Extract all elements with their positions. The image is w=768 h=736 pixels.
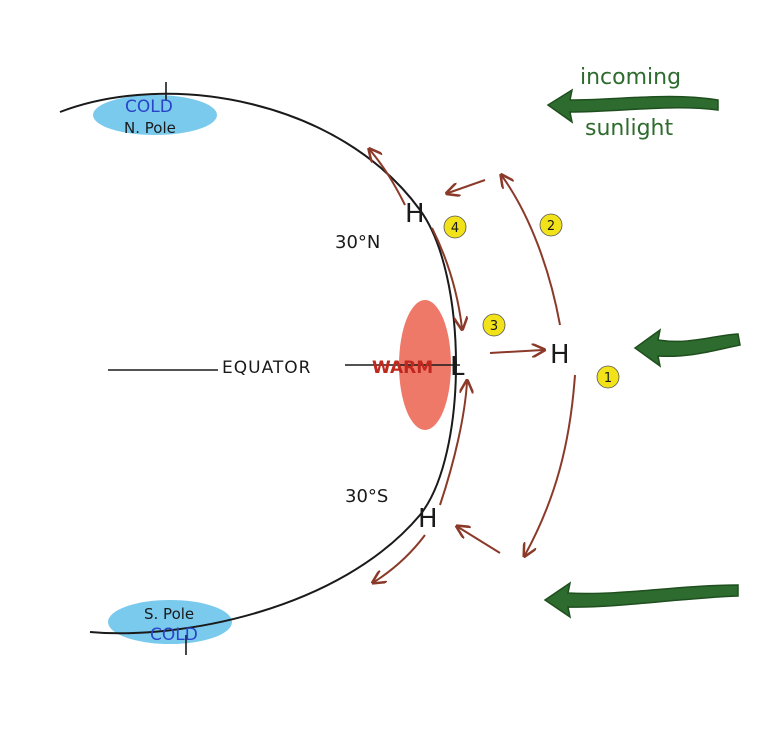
lat-30n-label: 30°N <box>335 232 380 253</box>
arrow-aloft-rising-north <box>502 176 561 326</box>
south-cold-label: COLD <box>150 625 198 645</box>
badge-1-label: 1 <box>604 371 612 386</box>
high-aloft-marker: H <box>550 340 570 370</box>
arrow-low-to-aloft <box>489 350 543 353</box>
incoming-label-line1: incoming <box>580 65 681 90</box>
arrow-descent-30n-to-low <box>431 227 462 328</box>
badge-3-label: 3 <box>490 319 498 334</box>
sunlight-arrow-bottom <box>543 581 739 619</box>
arrow-30s-to-equator <box>439 382 467 506</box>
badge-3: 3 <box>482 313 506 337</box>
high-south-marker: H <box>418 504 438 534</box>
warm-label: WARM <box>372 358 433 378</box>
arrow-south-surface-poleward <box>374 534 426 582</box>
earth-outline <box>59 92 457 635</box>
equator-label: EQUATOR <box>222 358 311 378</box>
sunlight-arrow-middle <box>633 328 741 368</box>
badge-4-label: 4 <box>451 221 459 236</box>
arrow-north-surface-poleward <box>370 150 406 206</box>
north-cold-shading <box>93 95 217 135</box>
north-cold-label: COLD <box>125 97 173 117</box>
high-north-marker: H <box>405 199 425 229</box>
north-pole-label: N. Pole <box>124 119 176 137</box>
low-equator-marker: L <box>450 352 465 382</box>
arrow-south-aloft-to-30s <box>458 527 501 554</box>
sunlight-arrow-icon <box>543 88 741 619</box>
south-pole-label: S. Pole <box>144 605 194 623</box>
badge-2-label: 2 <box>547 219 555 234</box>
sunlight-arrow-top <box>546 88 719 124</box>
circulation-arrow-icon <box>370 150 576 582</box>
badge-1: 1 <box>596 365 620 389</box>
lat-30s-label: 30°S <box>345 486 388 507</box>
incoming-label-line2: sunlight <box>585 116 673 141</box>
badge-2: 2 <box>539 213 563 237</box>
arrow-aloft-to-30n <box>448 179 486 193</box>
badge-4: 4 <box>443 215 467 239</box>
arrow-aloft-south-descent <box>525 374 576 555</box>
